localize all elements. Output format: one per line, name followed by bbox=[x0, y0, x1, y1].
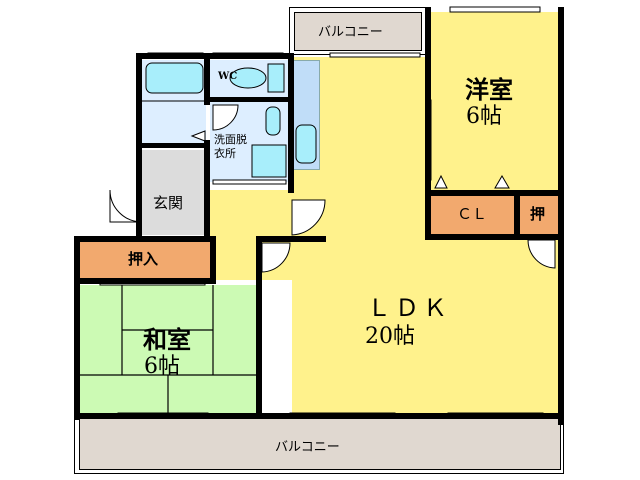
wall bbox=[210, 236, 216, 284]
oshiire-small-label: 押 bbox=[530, 205, 546, 223]
wall bbox=[142, 143, 206, 148]
hall-floor bbox=[206, 190, 296, 280]
wall bbox=[136, 53, 291, 59]
wall bbox=[74, 236, 216, 242]
entrance-label: 玄関 bbox=[153, 194, 184, 212]
western-room-name: 洋室 bbox=[465, 75, 513, 104]
closet-cl bbox=[430, 196, 514, 234]
wall bbox=[256, 236, 262, 418]
ldk-name: ＬＤＫ bbox=[367, 294, 451, 322]
ldk-size: 20帖 bbox=[365, 324, 415, 349]
balcony-top-label: バルコニー bbox=[318, 25, 383, 40]
oshiire-label: 押入 bbox=[128, 250, 159, 268]
wall bbox=[204, 55, 210, 105]
wall bbox=[558, 7, 564, 425]
western-room-floor bbox=[430, 12, 558, 190]
japanese-room-floor bbox=[80, 285, 258, 415]
washroom-label-2: 衣所 bbox=[214, 147, 236, 160]
wall bbox=[74, 236, 80, 420]
wall bbox=[210, 97, 290, 102]
balcony-top: バルコニー bbox=[289, 7, 427, 55]
wall bbox=[425, 234, 563, 240]
oshiire bbox=[80, 242, 210, 278]
closet-cl-label: ＣＬ bbox=[457, 205, 488, 223]
wall bbox=[514, 190, 520, 240]
wall bbox=[256, 236, 326, 242]
western-room-size: 6帖 bbox=[466, 104, 502, 129]
wc-label: WC bbox=[218, 71, 238, 82]
entrance-floor bbox=[142, 150, 206, 235]
japanese-room-name: 和室 bbox=[143, 325, 191, 354]
wall bbox=[74, 278, 216, 284]
wall bbox=[425, 190, 563, 196]
wall bbox=[204, 140, 210, 238]
japanese-room-size: 6帖 bbox=[144, 354, 180, 379]
wall bbox=[425, 7, 431, 240]
balcony-bottom-label: バルコニー bbox=[275, 440, 340, 455]
wall bbox=[74, 413, 564, 419]
wall bbox=[288, 53, 294, 193]
washroom-label-1: 洗面脱 bbox=[214, 133, 247, 146]
oshiire-small bbox=[520, 196, 558, 234]
wall bbox=[136, 55, 142, 240]
